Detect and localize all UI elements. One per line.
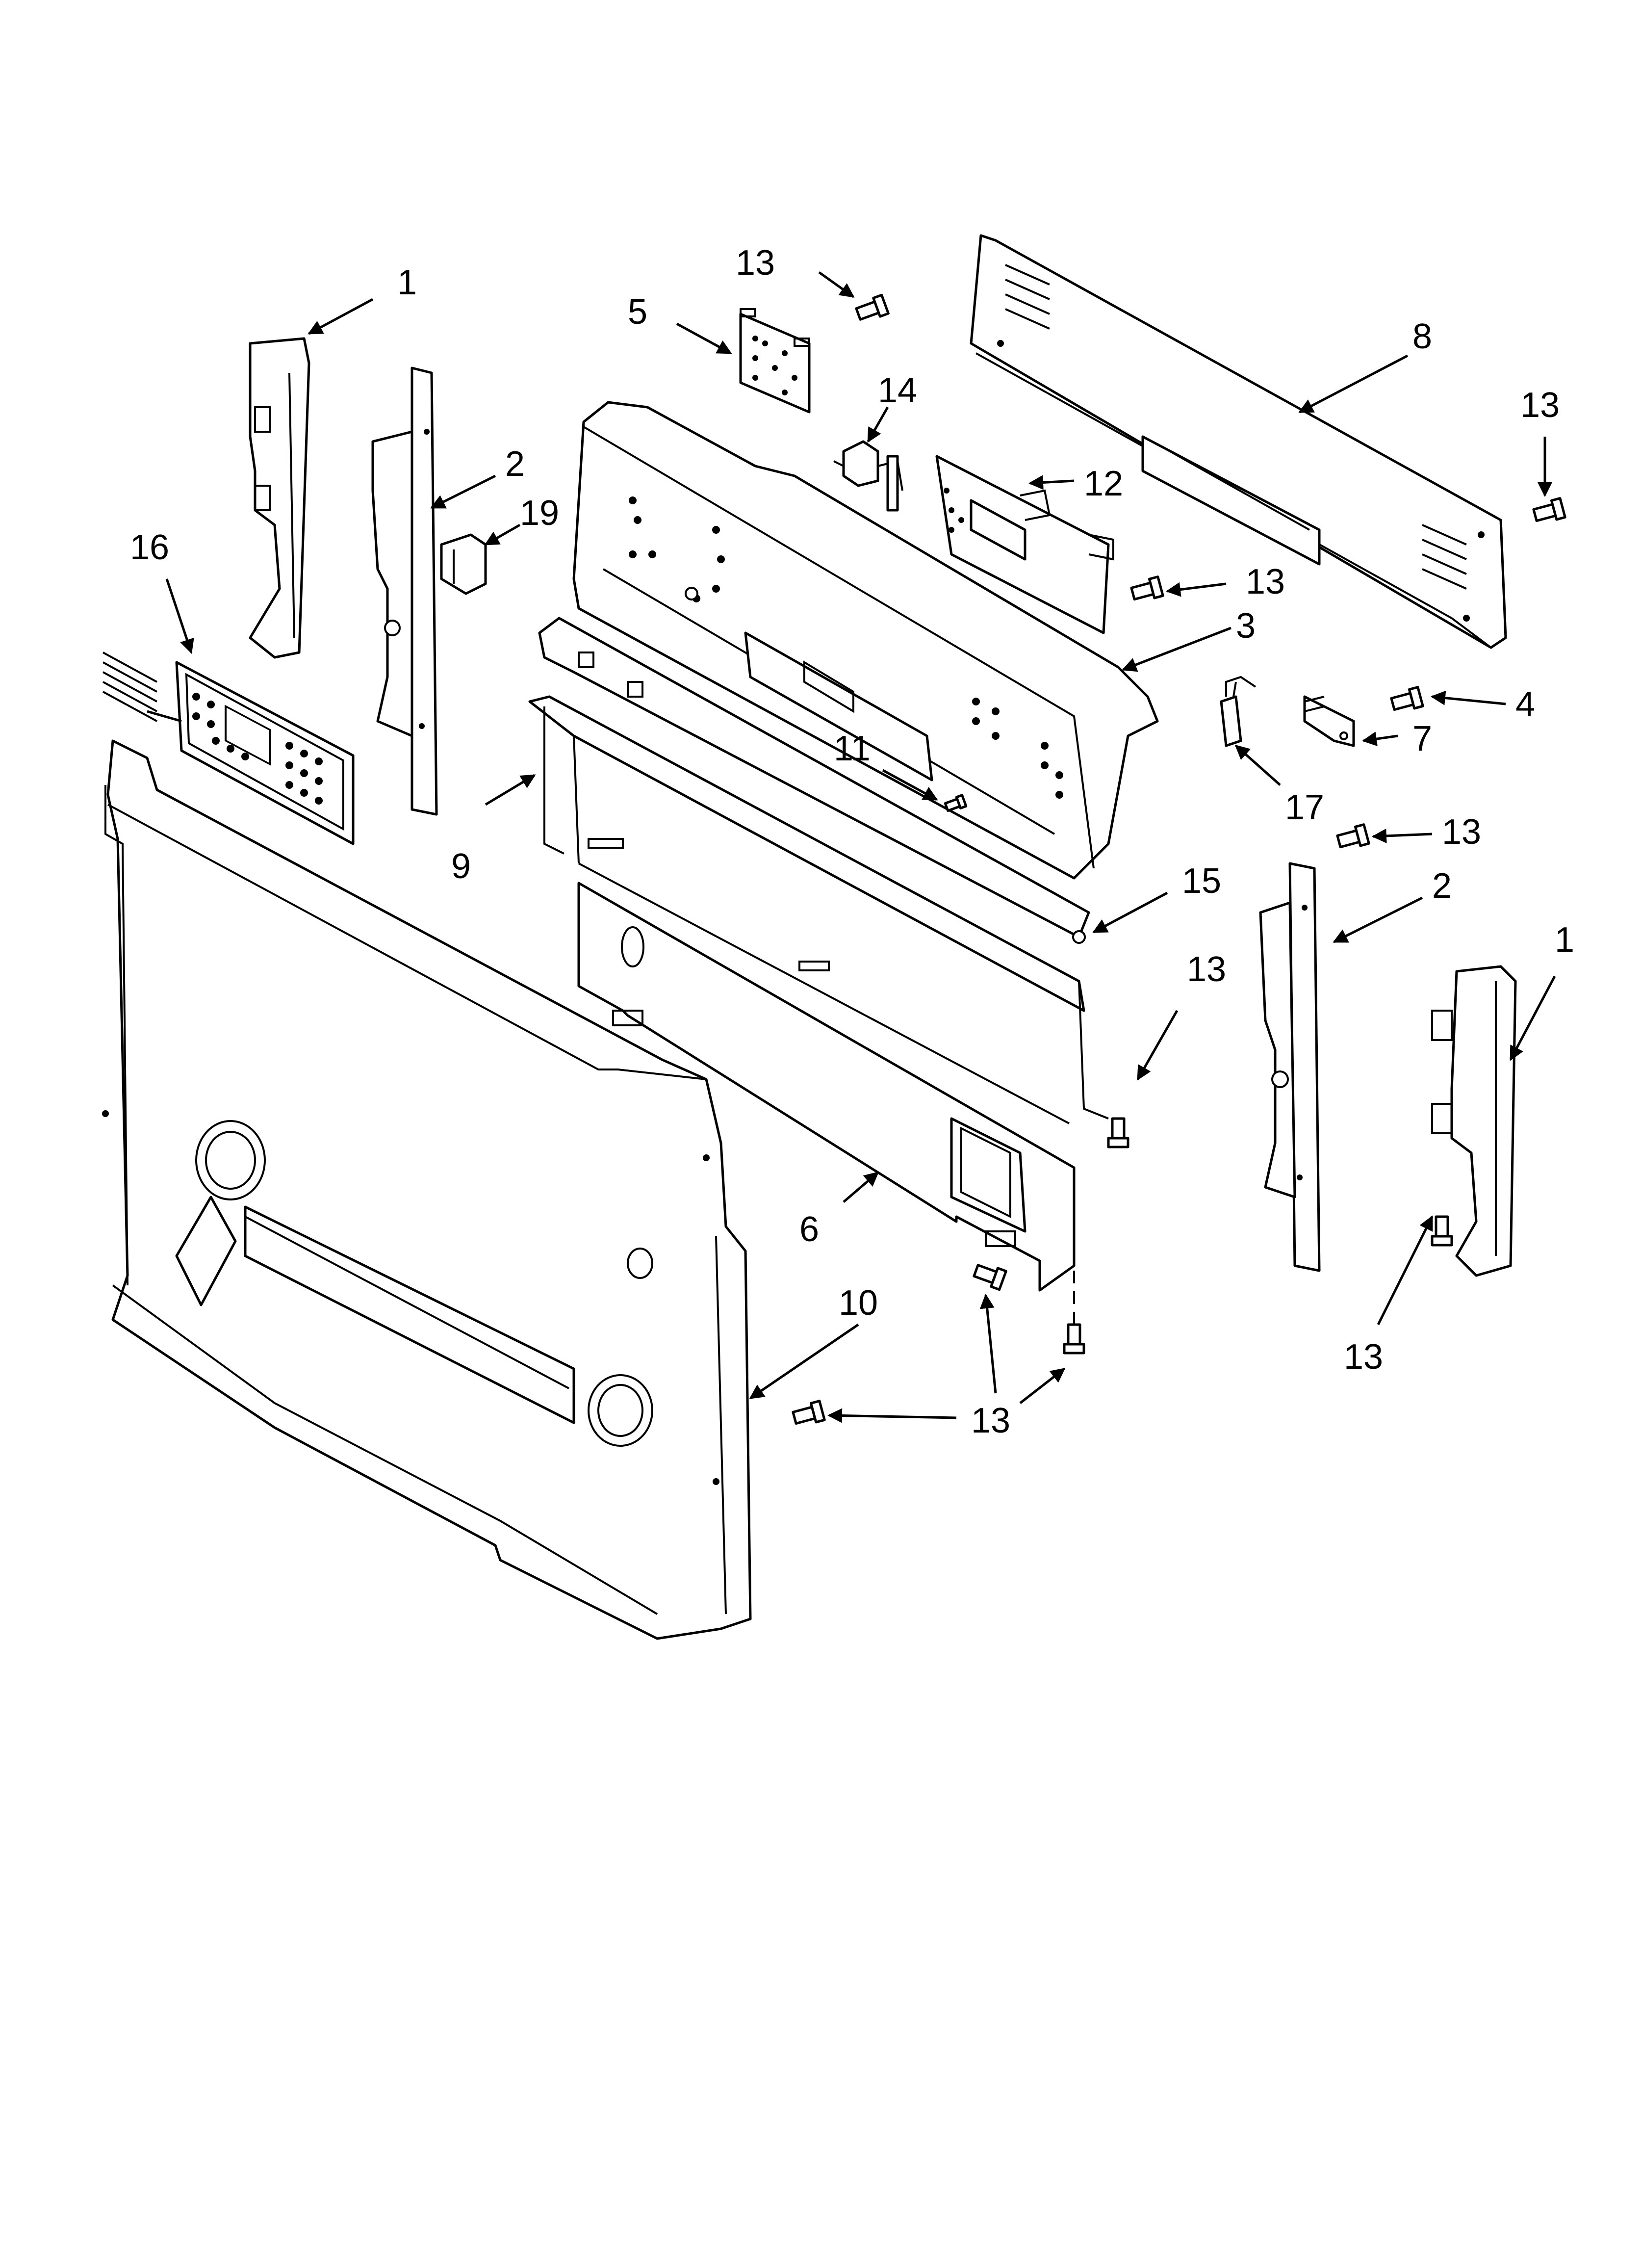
wire-harness-part-17: [1220, 676, 1257, 747]
callout-5: 5: [628, 292, 647, 332]
callout-8: 8: [1412, 317, 1432, 356]
end-cap-right-part-1: [1431, 965, 1517, 1277]
fastener-part-15: [1072, 930, 1086, 944]
callout-13-board: 13: [1246, 562, 1285, 601]
bracket-part-7: [1303, 695, 1355, 747]
callout-13-hood: 13: [1187, 950, 1226, 989]
screws: [792, 293, 1566, 1425]
callout-labels: 1 1 2 2 3 4 5 6 7 8 9 10 11 12 13 13 13 …: [130, 243, 1574, 1440]
screw-upper-right: [1532, 497, 1566, 522]
callout-12: 12: [1084, 464, 1123, 503]
screw-board: [1130, 575, 1164, 601]
callout-3: 3: [1236, 606, 1256, 646]
control-board-part-12: [935, 455, 1114, 634]
callout-17: 17: [1285, 788, 1324, 827]
control-console-part-3: [572, 401, 1159, 880]
screw-shield-bottom: [973, 1264, 1007, 1291]
callout-13-upper-right: 13: [1520, 386, 1560, 425]
board-part-5: [739, 308, 811, 414]
front-frame-part-9: [528, 617, 1109, 1124]
end-cap-left-part-1: [249, 337, 310, 659]
screw-bracket-right: [1336, 823, 1370, 849]
screw-part-11: [944, 794, 968, 812]
callout-15: 15: [1182, 861, 1221, 901]
callout-6: 6: [799, 1210, 819, 1249]
callout-13-bracket: 13: [1442, 812, 1481, 852]
clip-part-19: [440, 533, 487, 595]
screw-hood-vertical: [1107, 1117, 1129, 1148]
rear-hood-part-8: [970, 234, 1507, 649]
keypad-overlay-part-16: [103, 652, 355, 845]
callout-13-bottom: 13: [971, 1401, 1010, 1440]
callout-1-left: 1: [397, 263, 417, 302]
callout-2-right: 2: [1432, 866, 1452, 906]
screw-top: [855, 293, 890, 321]
callout-7: 7: [1412, 719, 1432, 758]
callout-2-left: 2: [505, 444, 525, 484]
rear-panel-part-10: [102, 739, 752, 1640]
leader-lines: [147, 271, 1556, 1423]
callout-13-top: 13: [736, 243, 775, 283]
callout-9: 9: [451, 847, 471, 886]
screw-lower-right: [1431, 1215, 1453, 1247]
callout-1-right: 1: [1555, 920, 1574, 960]
side-bracket-left-part-2: [371, 366, 438, 816]
screw-part-4: [1390, 686, 1424, 711]
callout-4: 4: [1515, 685, 1535, 724]
side-bracket-right-part-2: [1259, 862, 1321, 1272]
screw-panel: [792, 1400, 826, 1425]
callout-19: 19: [520, 494, 559, 533]
callout-11: 11: [834, 729, 871, 768]
switch-part-14: [833, 440, 903, 512]
callout-16: 16: [130, 528, 169, 567]
callout-13-lower-right: 13: [1344, 1337, 1383, 1377]
callout-10: 10: [839, 1283, 878, 1323]
screw-vertical-bottom: [1063, 1323, 1085, 1355]
callout-14: 14: [878, 371, 917, 410]
lower-shield-part-6: [577, 882, 1076, 1334]
